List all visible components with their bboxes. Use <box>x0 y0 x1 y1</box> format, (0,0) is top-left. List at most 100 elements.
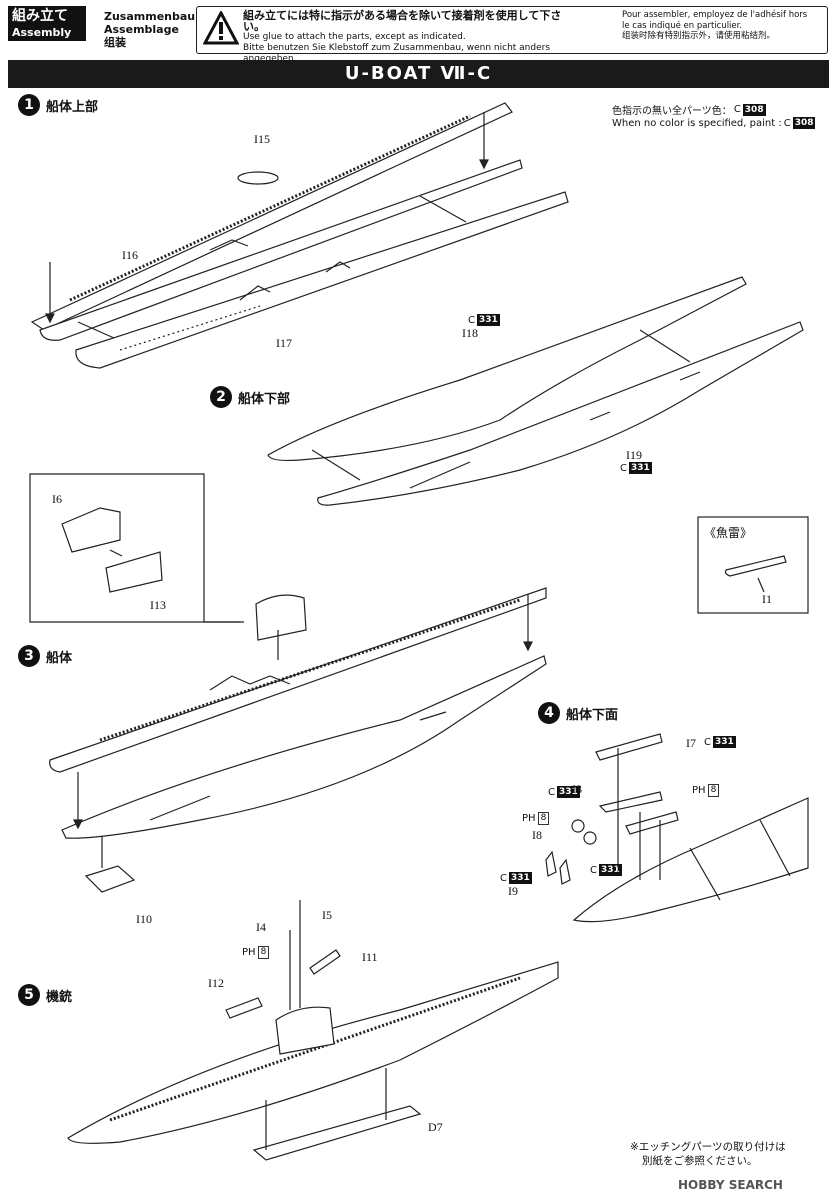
part-i17-hull-half <box>75 191 569 369</box>
step-1-number: 1 <box>18 94 40 116</box>
part-i3-rudder <box>598 791 663 813</box>
label-i3: I3 <box>572 782 582 796</box>
warning-en: Use glue to attach the parts, except as … <box>243 32 466 42</box>
title-fr: Assemblage <box>104 23 179 36</box>
warning-jp: 組み立てには特に指示がある場合を除いて接着剤を使用して下さい。 <box>243 9 562 33</box>
label-i17: I17 <box>276 336 292 350</box>
i9-color-box: 331 <box>508 872 532 884</box>
warning-fr-line1: Pour assembler, employez de l'adhésif ho… <box>622 10 808 20</box>
label-i2: I2 <box>612 862 622 876</box>
title-de: Zusammenbau <box>104 10 196 23</box>
label-i16: I16 <box>122 248 138 262</box>
step-4-label: 船体下面 <box>566 707 619 723</box>
label-i19: I19 <box>626 448 642 462</box>
i18-c-prefix: C <box>468 314 475 326</box>
part-i1-torpedo <box>724 555 787 577</box>
part-i10-stand <box>84 865 136 893</box>
warning-de: Bitte benutzen Sie Klebstoff zum Zusamme… <box>243 43 551 64</box>
label-d7: D7 <box>428 1120 443 1134</box>
ph8-right-prefix: PH <box>692 785 706 796</box>
i3-color-box: 331 <box>556 786 580 798</box>
title-translations: Zusammenbau Assemblage 组装 <box>104 10 195 49</box>
ph8-left-prefix: PH <box>522 813 536 824</box>
i2-c-prefix: C <box>590 864 597 876</box>
hull-final <box>67 961 559 1144</box>
part-i16-hull-half <box>39 159 523 341</box>
i9-c-prefix: C <box>500 872 507 884</box>
title-cn: 组装 <box>104 36 126 49</box>
label-i6: I6 <box>52 492 62 506</box>
i7-c-prefix: C <box>704 736 711 748</box>
tower-assembled <box>255 594 307 641</box>
tower-final <box>275 1006 335 1055</box>
hull-upper-assembled <box>49 587 547 773</box>
step-3: 3 船体 <box>18 645 72 667</box>
etching-note-line1: ※エッチングパーツの取り付けは <box>630 1141 786 1153</box>
hull-lower-assembled <box>61 655 547 839</box>
i4-ph-box: 8 <box>257 946 270 959</box>
label-i9: I9 <box>508 884 518 898</box>
part-i9-fins <box>545 850 571 885</box>
step-1-label: 船体上部 <box>46 99 99 115</box>
i3-c-prefix: C <box>548 786 555 798</box>
label-i15: I15 <box>254 132 270 146</box>
part-i6-conning-tower <box>61 507 121 553</box>
warning-icon <box>203 11 239 45</box>
title-jp: 組み立て <box>8 6 86 26</box>
i4-ph-prefix: PH <box>242 947 256 958</box>
i19-c-prefix: C <box>620 462 627 474</box>
etching-note-line2: 別紙をご参照ください。 <box>642 1155 758 1167</box>
warning-fr-line2: le cas indiqué en particulier. <box>622 20 743 31</box>
part-d7-stand <box>252 1105 422 1161</box>
step-5-label: 機銃 <box>46 989 73 1005</box>
torpedo-title: 《魚雷》 <box>704 526 753 540</box>
warning-fr: Pour assembler, employez de l'adhésif ho… <box>622 10 822 42</box>
assembly-title: 組み立て Assembly <box>8 6 100 56</box>
part-i7-plane <box>595 733 663 770</box>
hull-underside <box>572 797 809 923</box>
step-2-label: 船体下部 <box>238 391 291 407</box>
label-i18: I18 <box>462 326 478 340</box>
label-i1: I1 <box>762 592 772 606</box>
step-5-number: 5 <box>18 984 40 1006</box>
part-i2-rudder <box>625 811 679 835</box>
watermark: HOBBY SEARCH <box>678 1178 783 1192</box>
paint-c-prefix: C <box>733 104 741 115</box>
step-4: 4 船体下面 <box>538 702 618 724</box>
part-i11-gun <box>309 949 341 975</box>
glue-warning-box: 組み立てには特に指示がある場合を除いて接着剤を使用して下さい。 Use glue… <box>196 6 828 64</box>
part-i13-tower-base <box>105 551 163 593</box>
part-i8-propellers <box>571 819 597 845</box>
model-banner: U-BOAT Ⅶ-C <box>8 60 829 88</box>
etching-note: ※エッチングパーツの取り付けは 別紙をご参照ください。 <box>630 1140 786 1168</box>
step-5: 5 機銃 <box>18 984 72 1006</box>
part-i18-lower-hull <box>267 276 747 462</box>
label-i10: I10 <box>136 912 152 926</box>
paint-note-en-text: When no color is specified, paint : <box>612 117 782 129</box>
label-i13: I13 <box>150 598 166 612</box>
label-i11: I11 <box>362 950 378 964</box>
paint-c-prefix-2: C <box>783 117 791 129</box>
ph8-left-box: 8 <box>537 812 550 825</box>
paint-color-box: 308 <box>742 103 766 116</box>
inset-frame <box>29 473 240 623</box>
ph8-right-box: 8 <box>707 784 720 797</box>
label-i8: I8 <box>532 828 542 842</box>
warning-text: 組み立てには特に指示がある場合を除いて接着剤を使用して下さい。 Use glue… <box>243 10 573 65</box>
label-i4: I4 <box>256 920 266 934</box>
step-2: 2 船体下部 <box>210 386 290 408</box>
title-en: Assembly <box>8 26 86 41</box>
i7-color-box: 331 <box>712 736 736 748</box>
part-i12-gun <box>225 997 263 1019</box>
step-3-number: 3 <box>18 645 40 667</box>
